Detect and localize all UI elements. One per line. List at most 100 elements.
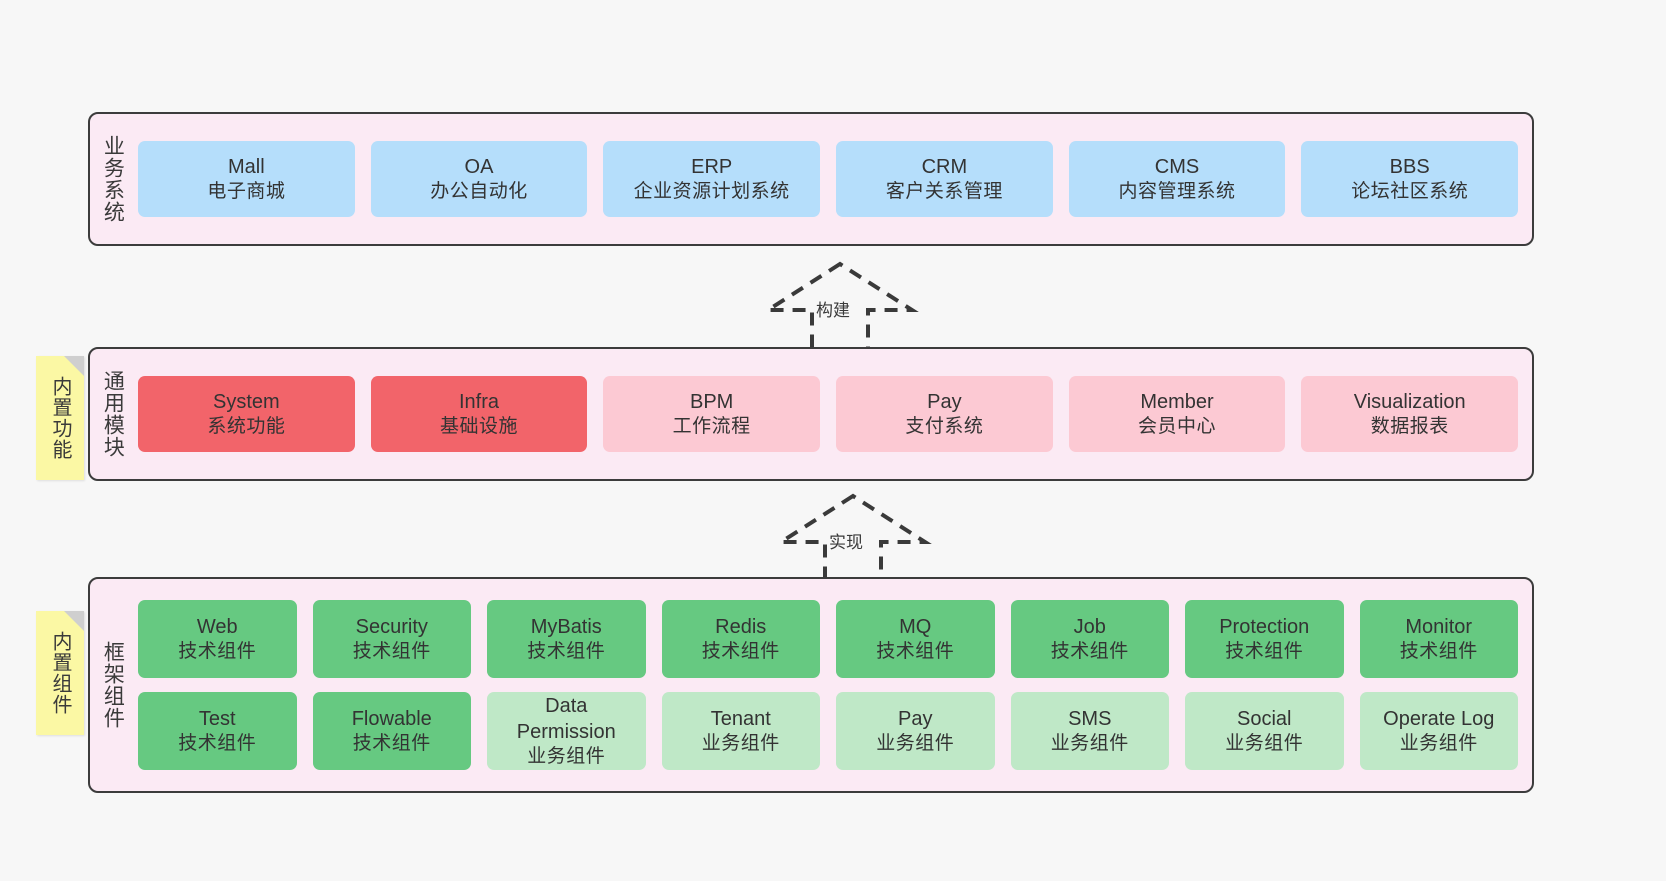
node-flowable-cn: 技术组件 <box>352 732 431 754</box>
node-social[interactable]: Social 业务组件 <box>1185 692 1344 770</box>
node-security-cn: 技术组件 <box>352 640 431 662</box>
node-mybatis[interactable]: MyBatis 技术组件 <box>487 600 646 678</box>
node-crm[interactable]: CRM 客户关系管理 <box>836 141 1053 217</box>
node-oa[interactable]: OA 办公自动化 <box>370 141 588 217</box>
node-crm-cn: 客户关系管理 <box>885 180 1003 202</box>
node-redis[interactable]: Redis 技术组件 <box>661 600 820 678</box>
node-web-cn: 技术组件 <box>178 640 257 662</box>
node-mall[interactable]: Mall 电子商城 <box>138 141 355 217</box>
node-erp-en: ERP <box>691 155 733 178</box>
node-data-permission-cn: 业务组件 <box>527 745 606 767</box>
node-infra[interactable]: Infra 基础设施 <box>370 376 588 452</box>
node-monitor-en: Monitor <box>1405 615 1473 638</box>
tier-framework-row-business: Test 技术组件 Flowable 技术组件 Data Permission … <box>138 692 1518 770</box>
tier-framework-components: 框架组件 Web 技术组件 Security 技术组件 MyBatis 技术组件… <box>88 577 1534 793</box>
node-pay-module-cn: 支付系统 <box>905 415 984 437</box>
tier-module-body: System 系统功能 Infra 基础设施 BPM 工作流程 Pay 支付系统… <box>134 349 1532 479</box>
node-mq[interactable]: MQ 技术组件 <box>836 600 995 678</box>
arrow-implement-label: 实现 <box>829 533 863 552</box>
node-oa-en: OA <box>464 155 494 178</box>
node-social-cn: 业务组件 <box>1225 732 1304 754</box>
node-infra-cn: 基础设施 <box>440 415 519 437</box>
tier-business-title: 业务系统 <box>101 135 125 223</box>
note-builtin-feature-label: 内置功能 <box>49 376 71 460</box>
node-web-en: Web <box>196 615 238 638</box>
arrow-build-label: 构建 <box>816 301 850 320</box>
node-pay-module[interactable]: Pay 支付系统 <box>836 376 1053 452</box>
node-mq-en: MQ <box>899 615 932 638</box>
node-job-cn: 技术组件 <box>1050 640 1129 662</box>
node-member[interactable]: Member 会员中心 <box>1068 376 1286 452</box>
node-tenant-cn: 业务组件 <box>701 732 780 754</box>
tier-framework-body: Web 技术组件 Security 技术组件 MyBatis 技术组件 Redi… <box>134 579 1532 791</box>
node-test-en: Test <box>198 707 236 730</box>
node-pay-component-cn: 业务组件 <box>876 732 955 754</box>
node-bbs[interactable]: BBS 论坛社区系统 <box>1301 141 1519 217</box>
node-bbs-cn: 论坛社区系统 <box>1351 180 1469 202</box>
tier-framework-row-tech: Web 技术组件 Security 技术组件 MyBatis 技术组件 Redi… <box>138 600 1518 678</box>
node-sms-en: SMS <box>1068 707 1112 730</box>
node-system-cn: 系统功能 <box>207 415 286 437</box>
arrow-implement: 实现 <box>753 490 953 590</box>
node-security[interactable]: Security 技术组件 <box>312 600 471 678</box>
tier-module-title: 通用模块 <box>101 370 125 458</box>
node-bpm[interactable]: BPM 工作流程 <box>603 376 821 452</box>
node-monitor[interactable]: Monitor 技术组件 <box>1359 600 1518 678</box>
node-mq-cn: 技术组件 <box>876 640 955 662</box>
node-job[interactable]: Job 技术组件 <box>1010 600 1169 678</box>
node-mall-en: Mall <box>228 155 265 178</box>
node-security-en: Security <box>355 615 428 638</box>
node-operate-log[interactable]: Operate Log 业务组件 <box>1359 692 1518 770</box>
node-sms-cn: 业务组件 <box>1050 732 1129 754</box>
node-tenant[interactable]: Tenant 业务组件 <box>661 692 820 770</box>
node-data-permission[interactable]: Data Permission 业务组件 <box>487 692 646 770</box>
node-member-en: Member <box>1140 390 1214 413</box>
note-fold-icon <box>64 356 84 376</box>
node-visualization[interactable]: Visualization 数据报表 <box>1301 376 1519 452</box>
node-flowable[interactable]: Flowable 技术组件 <box>312 692 471 770</box>
node-erp-cn: 企业资源计划系统 <box>633 180 790 202</box>
node-job-en: Job <box>1073 615 1106 638</box>
note-builtin-component: 内置组件 <box>36 611 84 735</box>
tier-module-row: System 系统功能 Infra 基础设施 BPM 工作流程 Pay 支付系统… <box>138 376 1519 452</box>
node-mybatis-cn: 技术组件 <box>527 640 606 662</box>
node-member-cn: 会员中心 <box>1138 415 1217 437</box>
node-visualization-cn: 数据报表 <box>1370 415 1449 437</box>
node-system[interactable]: System 系统功能 <box>138 376 355 452</box>
node-bpm-cn: 工作流程 <box>672 415 751 437</box>
node-redis-en: Redis <box>715 615 767 638</box>
node-web[interactable]: Web 技术组件 <box>138 600 297 678</box>
node-infra-en: Infra <box>458 390 500 413</box>
node-data-permission-en: Data Permission <box>516 694 616 743</box>
node-cms[interactable]: CMS 内容管理系统 <box>1068 141 1286 217</box>
node-crm-en: CRM <box>921 155 968 178</box>
node-test[interactable]: Test 技术组件 <box>138 692 297 770</box>
node-bpm-en: BPM <box>690 390 734 413</box>
note-fold-icon <box>64 611 84 631</box>
node-pay-component[interactable]: Pay 业务组件 <box>836 692 995 770</box>
node-cms-en: CMS <box>1154 155 1200 178</box>
tier-common-modules: 通用模块 System 系统功能 Infra 基础设施 BPM 工作流程 Pay… <box>88 347 1534 481</box>
node-protection[interactable]: Protection 技术组件 <box>1185 600 1344 678</box>
node-sms[interactable]: SMS 业务组件 <box>1010 692 1169 770</box>
node-mall-cn: 电子商城 <box>207 180 286 202</box>
tier-business-systems: 业务系统 Mall 电子商城 OA 办公自动化 ERP 企业资源计划系统 CRM… <box>88 112 1534 246</box>
node-protection-cn: 技术组件 <box>1225 640 1304 662</box>
node-erp[interactable]: ERP 企业资源计划系统 <box>603 141 821 217</box>
node-monitor-cn: 技术组件 <box>1399 640 1478 662</box>
node-operate-log-cn: 业务组件 <box>1399 732 1478 754</box>
node-system-en: System <box>212 390 280 413</box>
note-builtin-component-label: 内置组件 <box>49 631 71 715</box>
tier-business-row: Mall 电子商城 OA 办公自动化 ERP 企业资源计划系统 CRM 客户关系… <box>138 141 1519 217</box>
node-redis-cn: 技术组件 <box>701 640 780 662</box>
node-pay-module-en: Pay <box>927 390 962 413</box>
node-visualization-en: Visualization <box>1353 390 1466 413</box>
node-pay-component-en: Pay <box>898 707 933 730</box>
note-builtin-feature: 内置功能 <box>36 356 84 480</box>
node-test-cn: 技术组件 <box>178 732 257 754</box>
node-operate-log-en: Operate Log <box>1383 707 1495 730</box>
node-flowable-en: Flowable <box>351 707 432 730</box>
arrow-build: 构建 <box>740 258 940 358</box>
node-oa-cn: 办公自动化 <box>430 180 528 202</box>
